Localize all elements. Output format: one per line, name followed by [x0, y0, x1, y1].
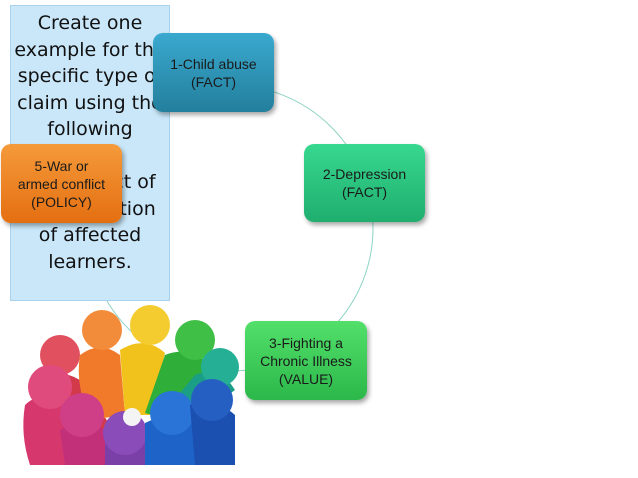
people-circle-illustration — [23, 305, 239, 465]
node-label-line: (FACT) — [190, 73, 237, 90]
node-label-line: 5-War or — [34, 157, 89, 174]
node-label-line: (VALUE) — [278, 370, 334, 387]
figure-magenta-front — [60, 393, 115, 465]
node-label-line: 2-Depression — [322, 166, 407, 182]
node-label-line: (FACT) — [341, 184, 388, 200]
cycle-node-war-conflict[interactable]: 5-War or armed conflict (POLICY) — [1, 144, 122, 223]
cycle-node-child-abuse[interactable]: 1-Child abuse (FACT) — [153, 33, 274, 112]
cycle-node-chronic-illness[interactable]: 3-Fighting a Chronic Illness (VALUE) — [245, 321, 367, 400]
figure-blue-front — [145, 391, 205, 465]
node-label-line: Chronic Illness — [260, 352, 352, 369]
node-label-line: armed conflict — [17, 175, 106, 192]
center-hands — [123, 408, 141, 426]
node-label-line: 1-Child abuse — [170, 55, 257, 72]
figure-darkblue-front — [190, 379, 235, 465]
node-label-line: (POLICY) — [31, 193, 92, 210]
prompt-textbox: Create one example for the specific type… — [10, 5, 170, 301]
cycle-node-depression[interactable]: 2-Depression (FACT) — [304, 144, 425, 222]
node-label-line: 3-Fighting a — [269, 334, 343, 351]
